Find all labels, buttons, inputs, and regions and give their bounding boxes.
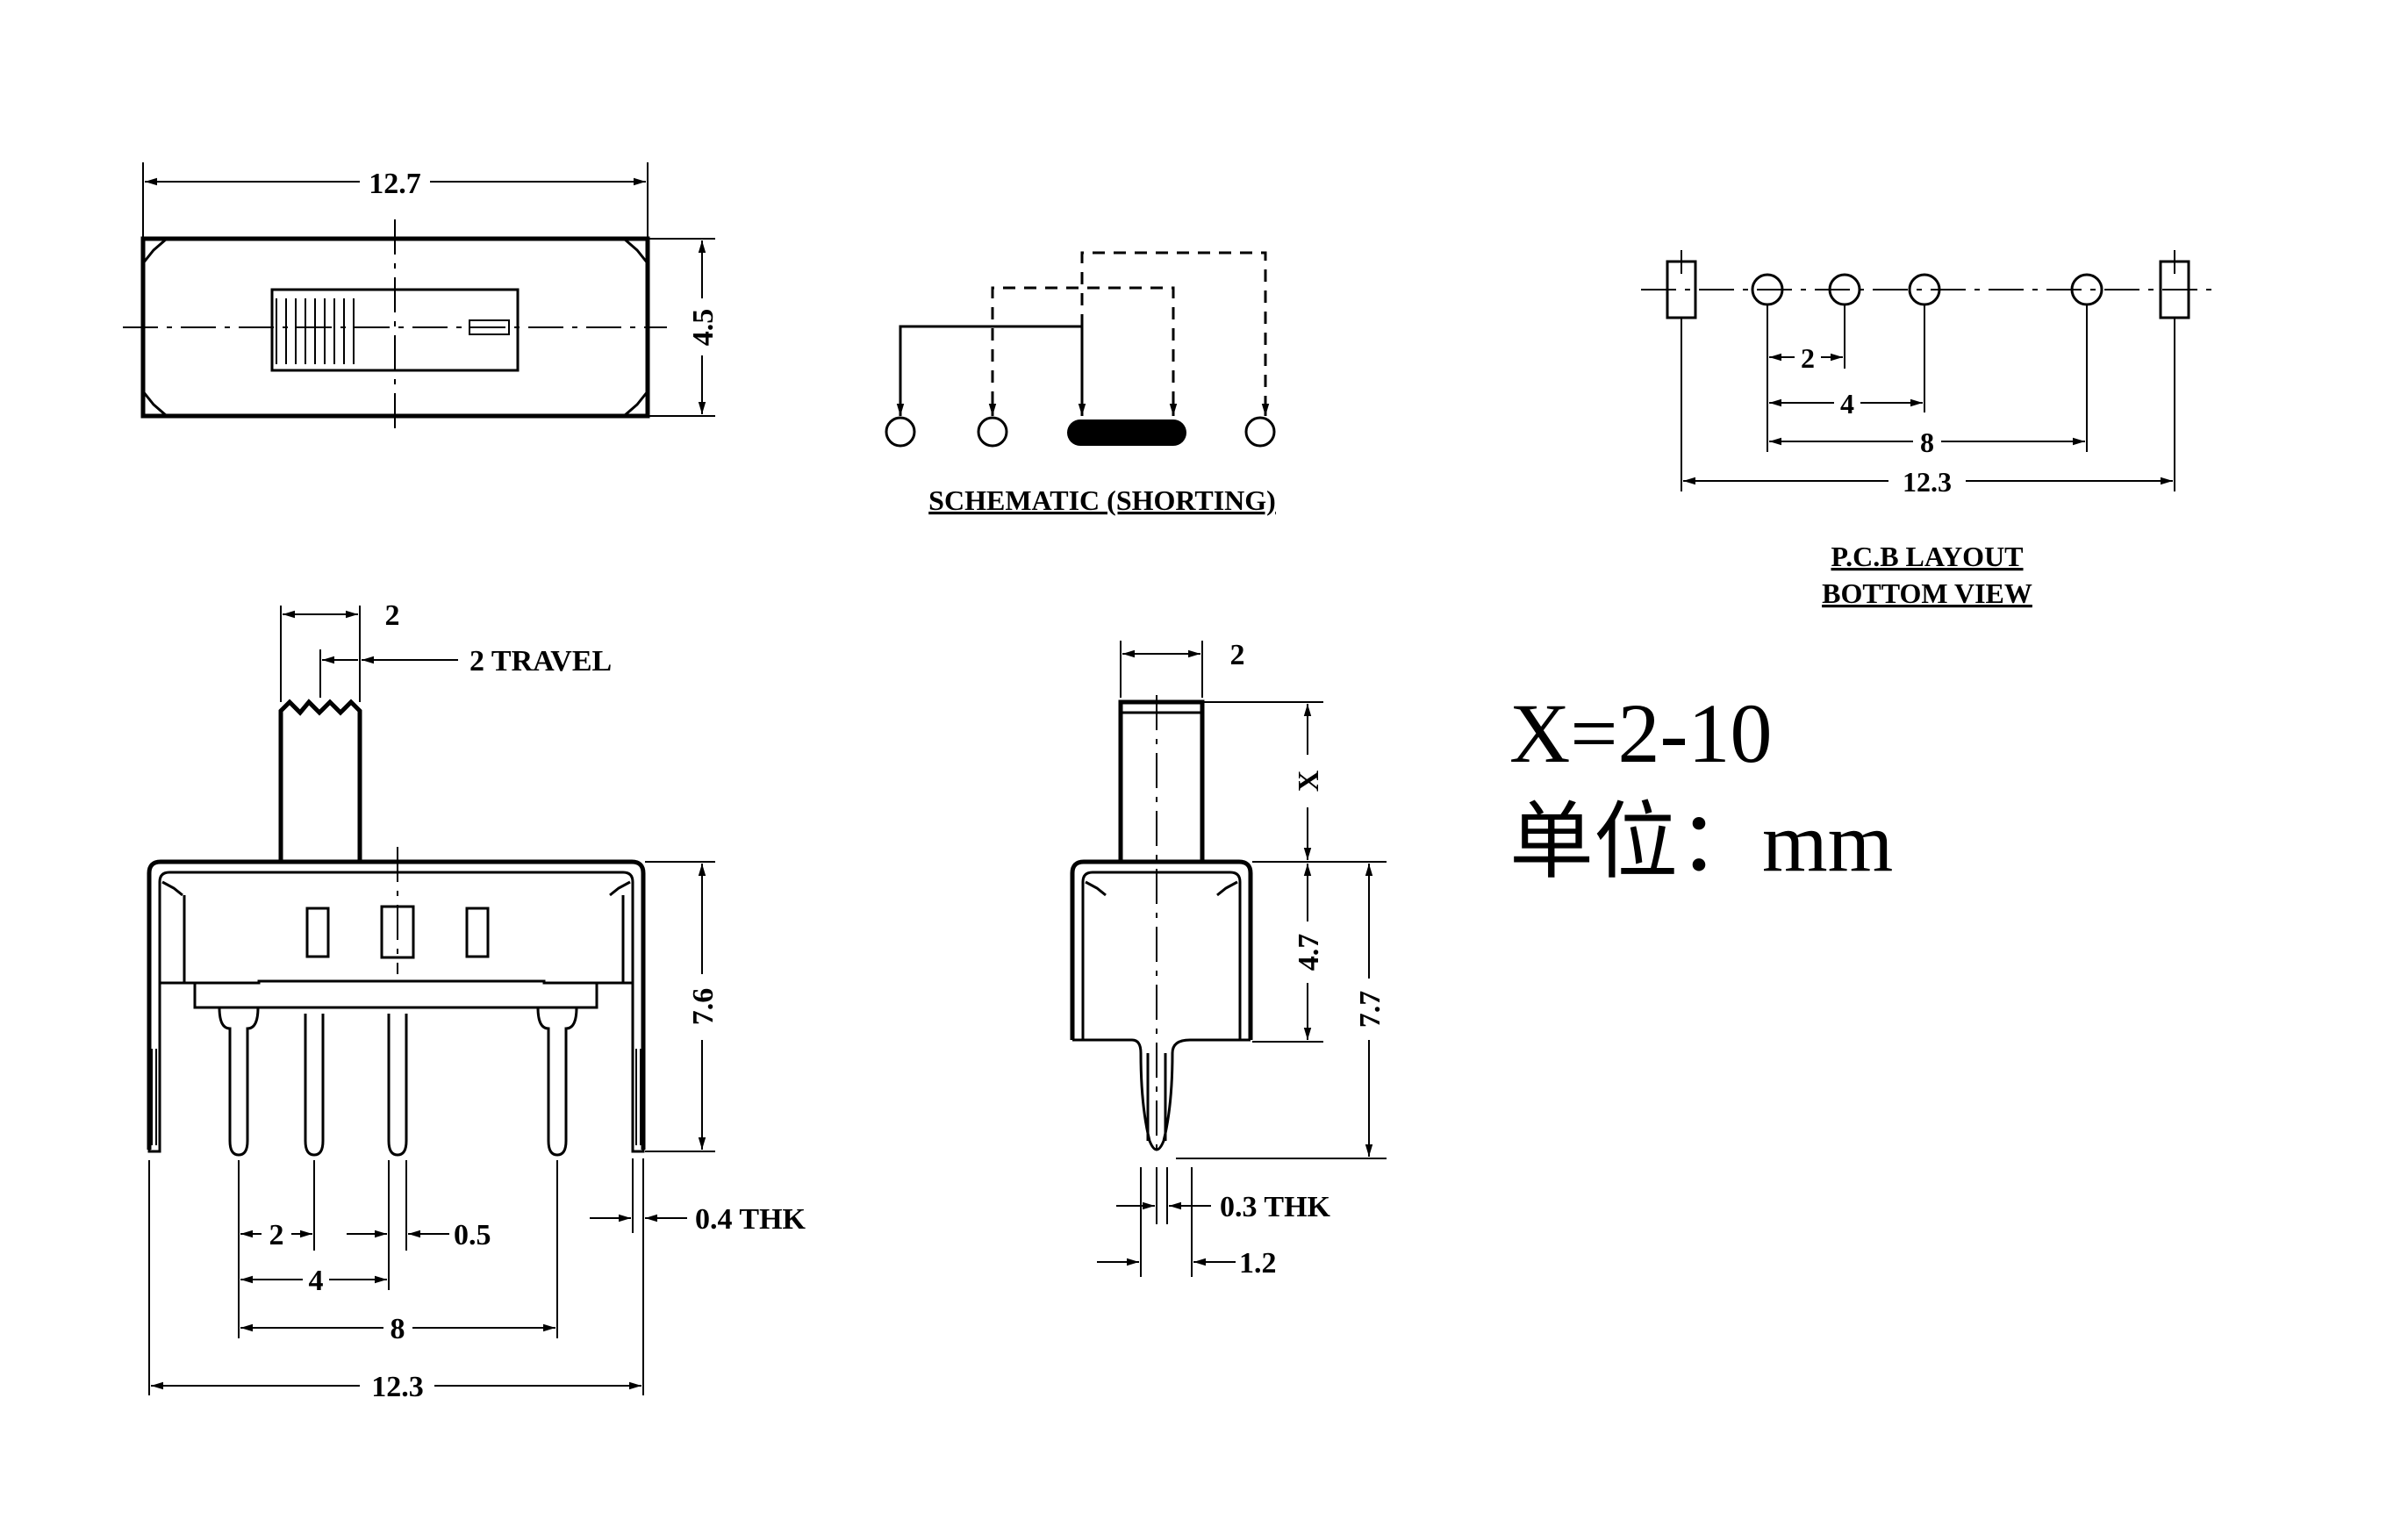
side-body bbox=[1070, 859, 1253, 1040]
slider-ribs bbox=[276, 298, 355, 364]
front-pitch-2: 2 bbox=[269, 1219, 284, 1251]
pcb-layout: 2 4 8 12.3 P.C.B LAYOUT BOTTOM VIEW bbox=[1641, 250, 2211, 609]
corner-mark bbox=[623, 237, 649, 264]
terminal-circle bbox=[885, 416, 916, 448]
terminal-circle bbox=[977, 416, 1008, 448]
front-pin-width: 0.5 bbox=[454, 1219, 491, 1251]
side-pin bbox=[1131, 1038, 1191, 1151]
x-range-note: X=2-10 bbox=[1509, 686, 1772, 780]
schematic: SCHEMATIC (SHORTING) bbox=[885, 251, 1276, 516]
schematic-solid-link bbox=[899, 325, 1084, 404]
side-pin-width: 1.2 bbox=[1239, 1247, 1277, 1280]
terminal-circle bbox=[1244, 416, 1276, 448]
front-window bbox=[305, 907, 330, 958]
pcb-subtitle: BOTTOM VIEW bbox=[1822, 577, 2032, 609]
front-pins bbox=[147, 1007, 645, 1157]
front-view: 2 2 TRAVEL 7.6 0.4 THK 2 0.5 bbox=[147, 599, 806, 1403]
pcb-title: P.C.B LAYOUT bbox=[1831, 541, 2023, 572]
schematic-title: SCHEMATIC (SHORTING) bbox=[928, 484, 1276, 516]
front-body-outer bbox=[147, 859, 646, 1150]
front-actuator-width: 2 bbox=[385, 599, 400, 632]
top-view: 12.7 4.5 bbox=[123, 162, 720, 434]
front-actuator bbox=[278, 699, 362, 862]
pcb-dim-8: 8 bbox=[1920, 427, 1934, 458]
top-height-dim: 4.5 bbox=[687, 309, 720, 347]
front-height-dim: 7.6 bbox=[687, 988, 720, 1026]
corner-mark bbox=[623, 391, 649, 418]
side-actuator-length: X bbox=[1293, 770, 1325, 792]
corner-mark bbox=[141, 391, 168, 418]
front-travel: 2 TRAVEL bbox=[469, 645, 612, 678]
front-pitch-4: 4 bbox=[309, 1265, 324, 1297]
side-view: 2 X 4.7 7.7 0.3 THK 1.2 bbox=[1070, 639, 1387, 1280]
corner-mark bbox=[141, 237, 168, 264]
unit-note: 单位：mm bbox=[1509, 795, 1893, 889]
front-pitch-8: 8 bbox=[391, 1313, 405, 1345]
top-width-dim: 12.7 bbox=[369, 168, 421, 200]
front-thickness: 0.4 THK bbox=[695, 1203, 806, 1236]
shorting-contact bbox=[1067, 419, 1186, 446]
side-thickness: 0.3 THK bbox=[1220, 1191, 1331, 1223]
pcb-dim-total: 12.3 bbox=[1903, 466, 1952, 498]
front-total-width: 12.3 bbox=[371, 1371, 424, 1403]
pcb-dim-2: 2 bbox=[1801, 342, 1815, 374]
side-actuator bbox=[1118, 699, 1205, 864]
side-actuator-width: 2 bbox=[1230, 639, 1245, 671]
front-window bbox=[465, 907, 490, 958]
notes: X=2-10 单位：mm bbox=[1509, 686, 1893, 889]
pcb-dim-4: 4 bbox=[1840, 388, 1854, 419]
side-body-height: 4.7 bbox=[1293, 934, 1325, 972]
side-total-height: 7.7 bbox=[1354, 991, 1387, 1029]
